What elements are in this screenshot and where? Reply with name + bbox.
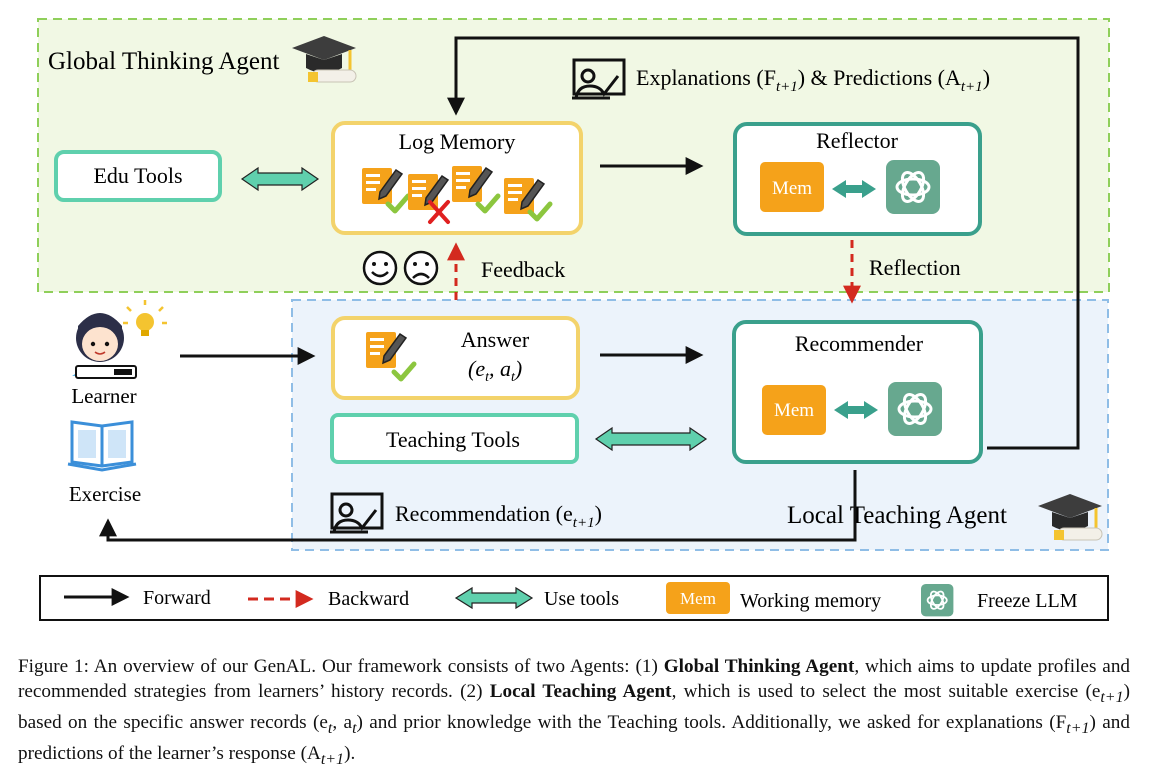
exercise-book-icon	[67, 420, 137, 472]
teaching-tools-label: Teaching Tools	[386, 427, 520, 452]
recommendation-label: Recommendation (et+1)	[395, 501, 602, 531]
working-memory-block	[762, 385, 826, 435]
legend-forward-label: Forward	[143, 587, 211, 609]
feedback-label: Feedback	[481, 257, 565, 282]
answer-label: Answer	[461, 327, 530, 352]
legend-freeze-llm-label: Freeze LLM	[977, 590, 1078, 612]
smiley-icon	[362, 250, 398, 286]
forward-arrow	[447, 36, 1080, 450]
learner-icon	[72, 313, 137, 379]
reflector-label: Reflector	[816, 128, 899, 153]
log-memory-records-icon	[361, 165, 550, 224]
llm-icon	[884, 158, 942, 216]
teaching-tools-box	[330, 413, 579, 464]
working-memory-block	[760, 162, 824, 212]
reflection-label: Reflection	[869, 255, 961, 280]
global-agent-title: Global Thinking Agent	[48, 48, 280, 75]
log-memory-label: Log Memory	[399, 129, 516, 154]
legend-backward-label: Backward	[328, 588, 409, 610]
edu-tools-label: Edu Tools	[93, 163, 182, 188]
legend-use-tools-label: Use tools	[544, 588, 619, 610]
genal-diagram: Global Thinking Agent Local Teaching Age…	[37, 18, 1110, 621]
frowny-icon	[403, 250, 439, 286]
legend-llm-icon	[920, 583, 955, 618]
use-tools-arrow	[834, 401, 878, 419]
use-tools-arrow	[832, 180, 876, 198]
exercise-label: Exercise	[69, 482, 141, 506]
use-tools-arrow	[594, 426, 708, 452]
legend-use-tools-arrow	[454, 586, 534, 610]
learner-label: Learner	[71, 384, 136, 408]
legend-working-memory-label: Working memory	[740, 590, 881, 612]
lightbulb-icon	[123, 300, 167, 336]
local-agent-title: Local Teaching Agent	[787, 502, 1007, 529]
legend-mem-block	[666, 582, 730, 614]
figure-caption: Figure 1: An overview of our GenAL. Our …	[18, 656, 1135, 768]
legend-mem-label: Mem	[680, 589, 716, 608]
edu-tools-box	[54, 150, 222, 202]
mem-label: Mem	[772, 178, 812, 199]
mem-label: Mem	[774, 400, 814, 421]
explanations-predictions-label: Explanations (Ft+1) & Predictions (At+1)	[636, 65, 990, 95]
forward-arrow	[99, 470, 857, 542]
llm-icon	[886, 380, 944, 438]
use-tools-arrow	[240, 166, 320, 192]
answer-record-variables: (et, at)	[468, 356, 522, 385]
recommender-label: Recommender	[795, 331, 924, 356]
